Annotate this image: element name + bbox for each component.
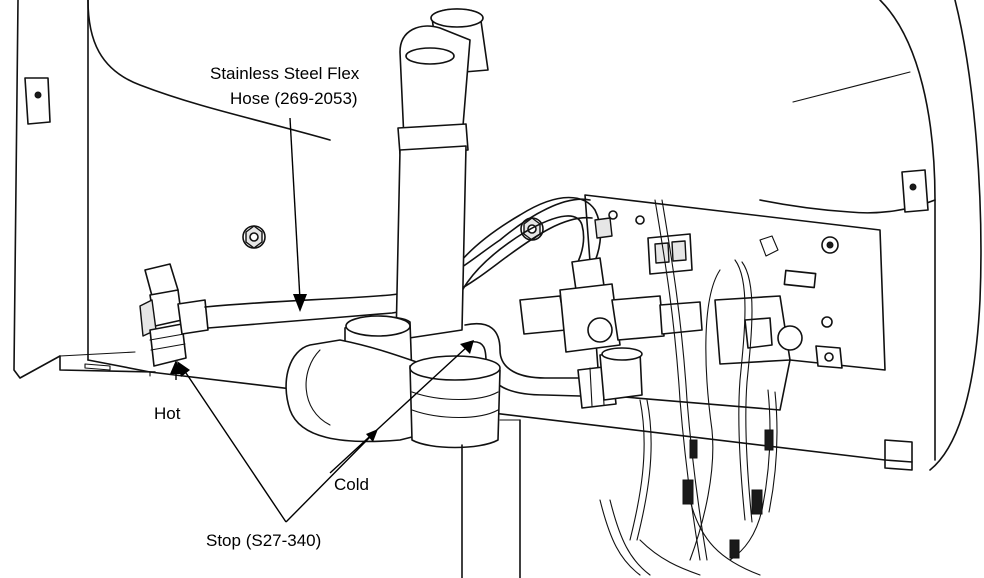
callout-leaders bbox=[170, 117, 474, 523]
hose-label-line2: Hose (269-2053) bbox=[230, 89, 358, 108]
hot-label: Hot bbox=[154, 404, 181, 423]
connectors bbox=[594, 217, 693, 275]
drain-pipe bbox=[285, 8, 521, 578]
cold-label: Cold bbox=[334, 475, 369, 494]
hot-stop-valve bbox=[139, 263, 209, 367]
cabinet-outline bbox=[13, 0, 982, 471]
bolt-left bbox=[242, 225, 266, 249]
stop-label: Stop (S27-340) bbox=[206, 531, 321, 550]
wiring-harness bbox=[599, 199, 778, 576]
solenoid-valve-assembly bbox=[519, 283, 803, 401]
hose-label-line1: Stainless Steel Flex bbox=[210, 64, 360, 83]
